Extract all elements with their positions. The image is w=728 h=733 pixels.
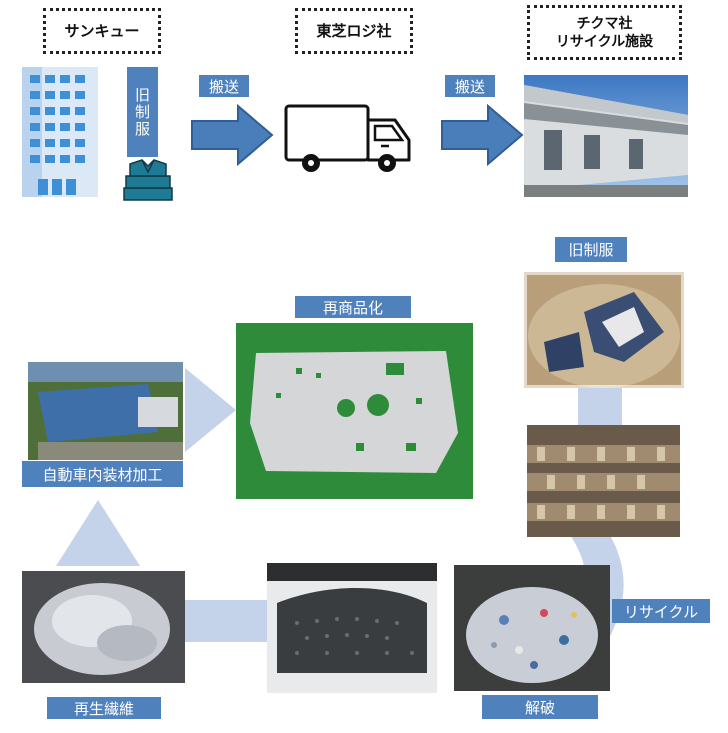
crushed-material-photo: [454, 565, 610, 691]
auto-interior-factory-photo: [28, 362, 183, 460]
truck-icon: [284, 104, 411, 172]
toshiba-logi-box: 東芝ロジ社: [295, 8, 413, 54]
old-uniform-photo: [524, 272, 684, 388]
crushing-label: 解破: [482, 695, 598, 719]
recycle-label: リサイクル: [612, 599, 710, 623]
recycled-fiber-label: 再生繊維: [47, 697, 161, 719]
old-uniform-vertical-label: 旧制服: [127, 67, 158, 157]
chikuma-recycle-box: チクマ社 リサイクル施設: [527, 5, 682, 60]
sankyu-box: サンキュー: [43, 8, 161, 54]
recycle-facility-photo: [524, 75, 688, 197]
shredder-rollers-photo: [527, 425, 680, 537]
resale-label: 再商品化: [295, 296, 411, 318]
conveyor-machine-photo: [267, 563, 437, 693]
auto-interior-label: 自動車内装材加工: [22, 461, 183, 487]
transport-arrow-1: [191, 104, 274, 166]
transport-label-2: 搬送: [445, 75, 495, 97]
folded-clothes-icon: [123, 159, 173, 201]
recycled-fiber-photo: [22, 571, 185, 683]
old-uniform-label: 旧制服: [555, 237, 627, 262]
transport-arrow-2: [441, 104, 524, 166]
resale-panel-photo: [236, 323, 473, 499]
office-building-icon: [22, 67, 98, 197]
transport-label-1: 搬送: [199, 75, 249, 97]
